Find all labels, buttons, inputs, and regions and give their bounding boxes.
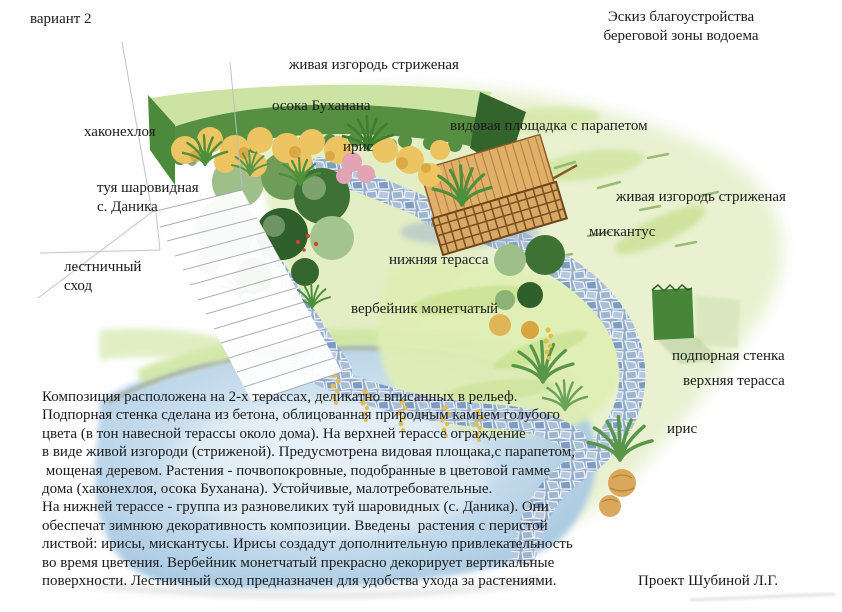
label-iris-lower: ирис [667,421,698,437]
variant-label: вариант 2 [30,11,92,27]
credit-label: Проект Шубиной Л.Г. [638,573,779,589]
tan-shrubs [599,469,636,517]
hedge-left-cap [148,95,175,185]
staircase [151,189,343,403]
description-text: Композиция расположена на 2-х терассах, … [42,389,576,590]
label-stair-descent: лестничный сход [64,259,142,294]
stair-treads [151,189,343,403]
label-lysimachia: вербейник монетчатый [351,301,499,317]
right-hedge-block [651,283,740,364]
sheet-title: Эскиз благоустройства береговой зоны вод… [603,9,759,44]
label-upper-terrace: верхняя терасса [683,373,785,389]
label-hedge-top: живая изгородь стриженая [289,57,459,73]
label-viewing-deck: видовая площадка с парапетом [450,118,648,134]
pencil-lines [37,41,243,299]
label-iris-upper: ирис [343,139,374,155]
thuja-globes-right [489,235,565,339]
red-flower-dots [295,234,319,252]
bottom-shadows [94,577,836,602]
label-thuja-danica: туя шаровидная с. Даника [97,180,199,215]
lawn-patch [100,328,228,362]
label-hedge-right: живая изгородь стриженая [616,189,786,205]
pink-iris-flowers [336,152,375,184]
label-lower-terrace: нижняя терасса [389,252,489,268]
label-sedge-buchanan: осока Буханана [272,98,371,114]
deck-parapet [431,180,569,257]
label-hakonechloa: хаконехлоя [84,124,156,140]
label-retaining-wall: подпорная стенка [672,348,785,364]
label-miscanthus: мискантус [589,224,656,240]
